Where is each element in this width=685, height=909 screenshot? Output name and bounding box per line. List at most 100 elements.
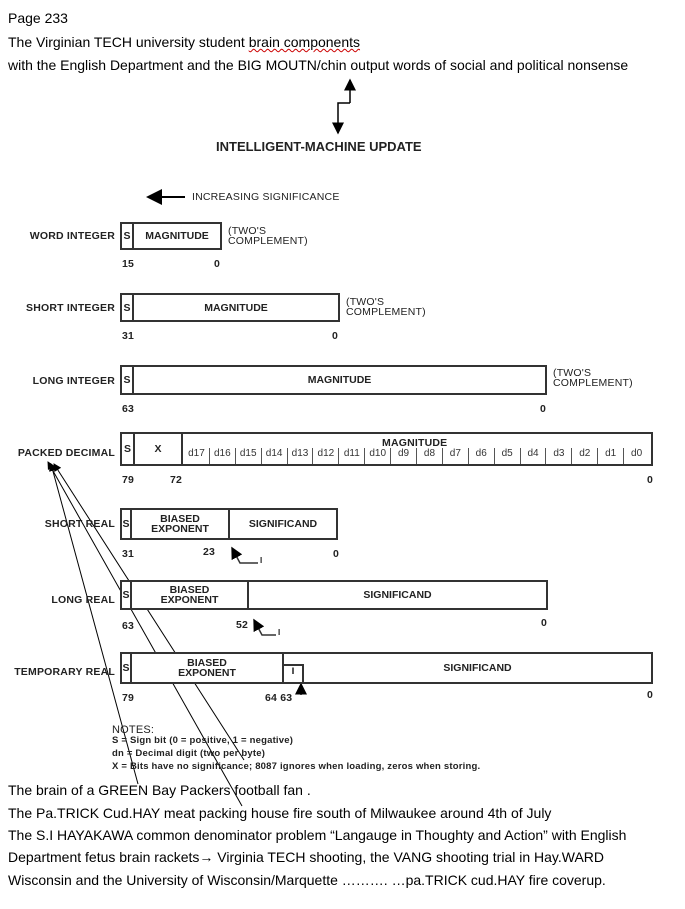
sign-cell: S	[122, 434, 135, 464]
digit-label: d14	[265, 448, 283, 459]
note: COMPLEMENT)	[228, 235, 308, 247]
body-line: Wisconsin and the University of Wisconsi…	[8, 872, 606, 888]
sign-cell: S	[122, 367, 134, 393]
format-label: LONG INTEGER	[32, 375, 115, 387]
bit-index: 31	[122, 330, 135, 342]
sign-cell: S	[122, 224, 134, 248]
bit-index: 0	[647, 689, 654, 701]
bit-index: 52	[236, 619, 249, 631]
note-digit: dn = Decimal digit (two per byte)	[112, 748, 266, 759]
format-label: PACKED DECIMAL	[17, 447, 115, 459]
note: COMPLEMENT)	[553, 377, 633, 389]
integer-bit-cell: I	[284, 664, 304, 682]
digit-cell: d9	[391, 448, 418, 464]
bit-index: 15	[122, 258, 135, 270]
body-line: The brain of a GREEN Bay Packers footbal…	[8, 782, 311, 798]
digit-label: d0	[631, 448, 643, 459]
digit-label: d16	[213, 448, 231, 459]
exponent-text: BIASED	[169, 584, 210, 596]
bit-index: 64 63	[265, 692, 293, 704]
sign-cell: S	[122, 510, 132, 538]
digit-cell: d7	[443, 448, 469, 464]
digit-cell: d15	[236, 448, 262, 464]
header-line: The Virginian TECH university student br…	[8, 34, 360, 50]
note: COMPLEMENT)	[346, 306, 426, 318]
long-integer-box: S MAGNITUDE	[120, 365, 547, 395]
diagram-title: INTELLIGENT-MACHINE UPDATE	[216, 139, 422, 154]
header-line: with the English Department and the BIG …	[8, 57, 629, 73]
bit-index: 0	[540, 403, 547, 415]
sign-cell: S	[122, 295, 134, 320]
digit-cell: d13	[288, 448, 314, 464]
body-line: Department fetus brain rackets→ Virginia…	[8, 849, 605, 865]
digit-label: d15	[239, 448, 257, 459]
digit-cell: d12	[313, 448, 340, 464]
bit-index: 79	[122, 692, 135, 704]
significand-field: SIGNIFICAND	[443, 662, 512, 674]
digit-cell: d16	[210, 448, 236, 464]
bit-index: 0	[332, 330, 339, 342]
digit-cell: d8	[417, 448, 443, 464]
bit-index: 72	[170, 474, 183, 486]
implied-bit-label: I	[260, 556, 263, 565]
bit-index: 0	[541, 617, 548, 629]
bit-index: 79	[122, 474, 135, 486]
format-label: SHORT INTEGER	[26, 302, 115, 314]
exponent-text: BIASED	[160, 513, 200, 525]
digit-cell: d1	[598, 448, 625, 464]
digit-cell: d2	[572, 448, 599, 464]
magnitude-field: MAGNITUDE	[382, 437, 448, 449]
bit-index: 0	[647, 474, 654, 486]
notes-title: NOTES:	[112, 724, 155, 736]
digit-cell: d5	[495, 448, 521, 464]
note: (TWO'S	[228, 225, 267, 237]
exponent-text: EXPONENT	[160, 594, 219, 606]
format-label: TEMPORARY REAL	[14, 666, 115, 678]
bit-index: 31	[122, 548, 135, 560]
sign-cell: S	[122, 582, 132, 608]
exponent-text: EXPONENT	[151, 523, 209, 535]
digit-label: d1	[605, 448, 617, 459]
x-cell: X	[135, 434, 183, 464]
digit-label: d10	[369, 448, 387, 459]
digit-label: d12	[317, 448, 335, 459]
exponent-text: EXPONENT	[178, 667, 236, 679]
digit-cell: d6	[469, 448, 495, 464]
digit-label: d3	[553, 448, 565, 459]
format-label: WORD INTEGER	[29, 230, 115, 242]
digit-label: d2	[579, 448, 591, 459]
format-label: LONG REAL	[51, 594, 115, 606]
digit-label: d11	[343, 448, 360, 459]
header-text-underlined: brain components	[248, 34, 361, 50]
header-text: The Virginian TECH university student	[8, 34, 249, 50]
digit-label: d4	[527, 448, 539, 459]
note-sign: S = Sign bit (0 = positive, 1 = negative…	[112, 735, 294, 746]
digit-cell: d0	[624, 448, 649, 464]
bit-index: 0	[214, 258, 221, 270]
digit-cell: d11	[339, 448, 366, 464]
digit-cell: d14	[262, 448, 288, 464]
digit-label: d13	[291, 448, 309, 459]
digit-label: d9	[398, 448, 410, 459]
digit-label: d7	[449, 448, 461, 459]
magnitude-field: MAGNITUDE	[145, 230, 209, 242]
format-label: SHORT REAL	[44, 518, 115, 530]
body-line: The S.I HAYAKAWA common denominator prob…	[8, 827, 627, 843]
note: (TWO'S	[553, 367, 592, 379]
magnitude-field: MAGNITUDE	[204, 301, 268, 314]
note: (TWO'S	[346, 296, 385, 308]
digit-cell: d10	[365, 448, 392, 464]
bit-index: 63	[122, 620, 135, 632]
bit-index: 0	[333, 548, 340, 560]
digit-label: d8	[423, 448, 436, 459]
bit-index: 23	[203, 546, 216, 558]
digit-cell: d4	[521, 448, 547, 464]
bit-index: 63	[122, 403, 135, 415]
